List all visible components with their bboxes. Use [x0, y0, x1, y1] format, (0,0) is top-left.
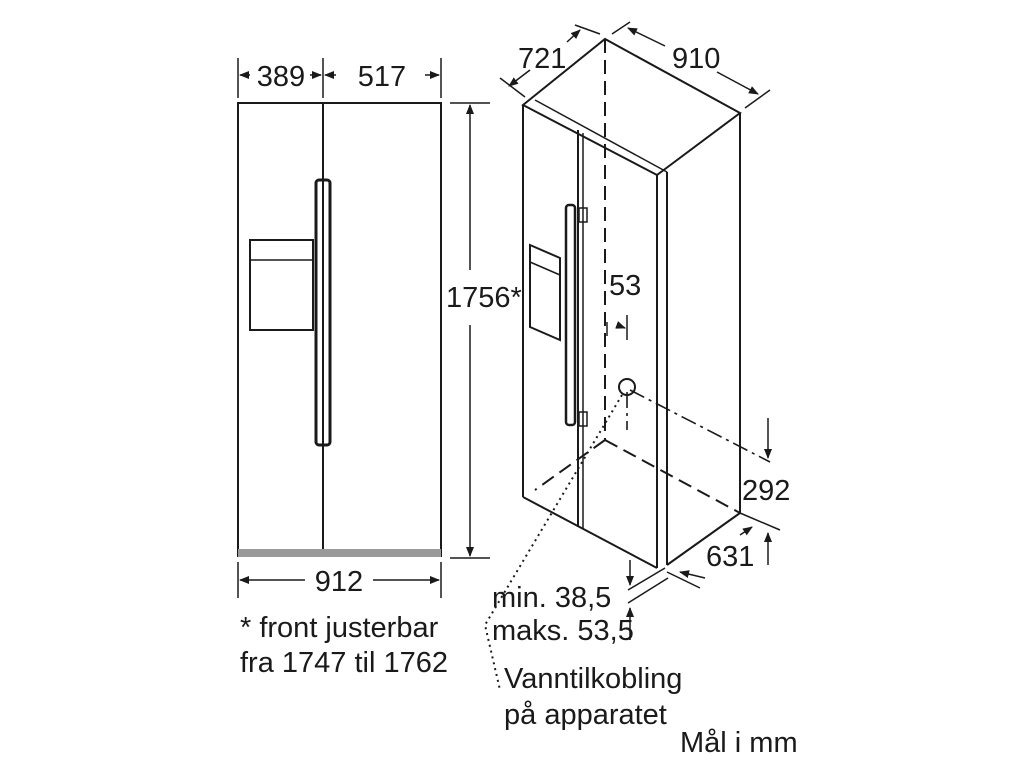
dim-53: 53 — [609, 270, 641, 302]
door-handle — [314, 178, 332, 447]
dim-910: 910 — [672, 43, 720, 75]
water-dispenser — [249, 239, 314, 331]
front-view: 389 517 1756* 912 * front justerbar fra … — [237, 58, 522, 679]
isometric-view: 721 910 53 292 631 min. 38,5 maks. 53,5 … — [483, 21, 790, 731]
feet-min: min. 38,5 — [492, 582, 611, 614]
water-dispenser-iso — [529, 243, 561, 342]
dim-517: 517 — [358, 61, 406, 93]
dim-389: 389 — [257, 61, 305, 93]
note-adjustable-2: fra 1747 til 1762 — [240, 647, 448, 679]
feet-max: maks. 53,5 — [492, 615, 634, 647]
dim-631: 631 — [706, 541, 754, 573]
water-label-1: Vanntilkobling — [504, 663, 682, 695]
dim-292: 292 — [742, 475, 790, 507]
base-plinth — [238, 549, 441, 557]
note-adjustable-1: * front justerbar — [240, 612, 439, 644]
door-handle-iso — [564, 203, 577, 427]
dim-1756: 1756* — [446, 282, 522, 314]
dim-912: 912 — [315, 566, 363, 598]
units-note: Mål i mm — [680, 727, 798, 759]
water-label-2: på apparatet — [504, 699, 667, 731]
dim-721: 721 — [518, 43, 566, 75]
